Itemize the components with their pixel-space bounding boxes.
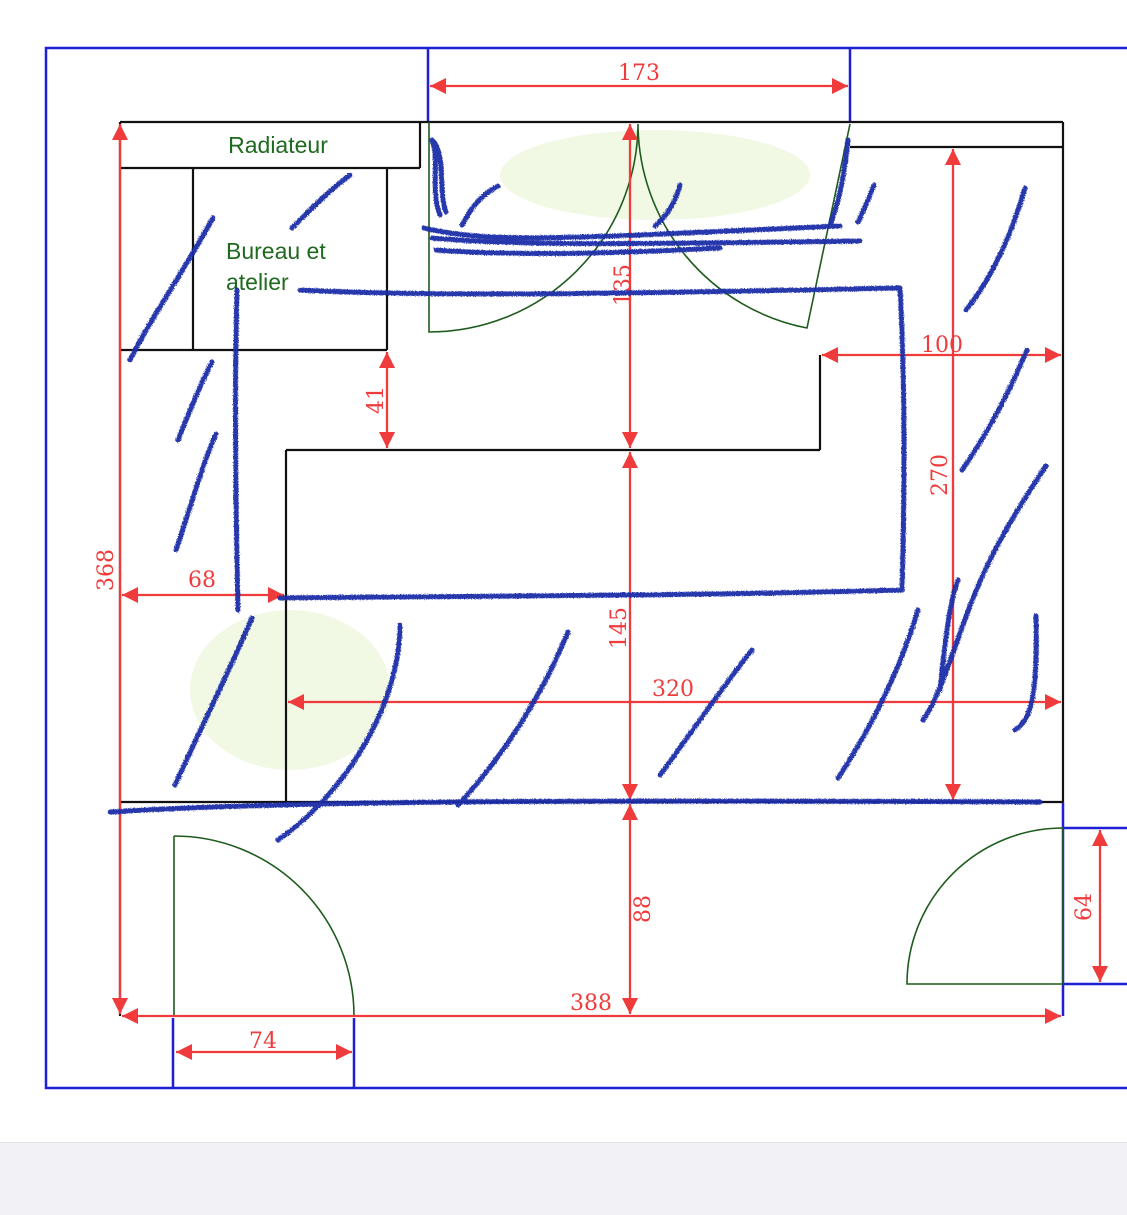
dim-middle-width: 320 [652,677,694,702]
dim-center-middle: 145 [607,607,632,649]
dim-bottom-width: 388 [570,991,612,1016]
dim-top-width: 173 [618,61,660,86]
office-label-line1: Bureau et [226,238,326,264]
dim-right-door: 64 [1072,893,1097,921]
marker-strokes [107,137,1049,843]
dim-right-upper: 100 [921,333,963,358]
bottom-bar [0,1142,1127,1215]
dim-center-upper: 135 [611,264,636,306]
radiator-label: Radiateur [228,132,328,158]
dim-left-height: 368 [94,549,119,591]
dim-right-height: 270 [928,454,953,496]
dim-center-lower: 88 [631,895,656,923]
dimension-lines [111,77,1109,1061]
dim-upper-gap: 41 [364,386,389,414]
dim-left-gap: 68 [188,568,216,593]
floor-plan: 173 100 368 68 41 135 145 88 270 320 388… [44,46,1127,1090]
dim-door-width: 74 [249,1029,277,1054]
